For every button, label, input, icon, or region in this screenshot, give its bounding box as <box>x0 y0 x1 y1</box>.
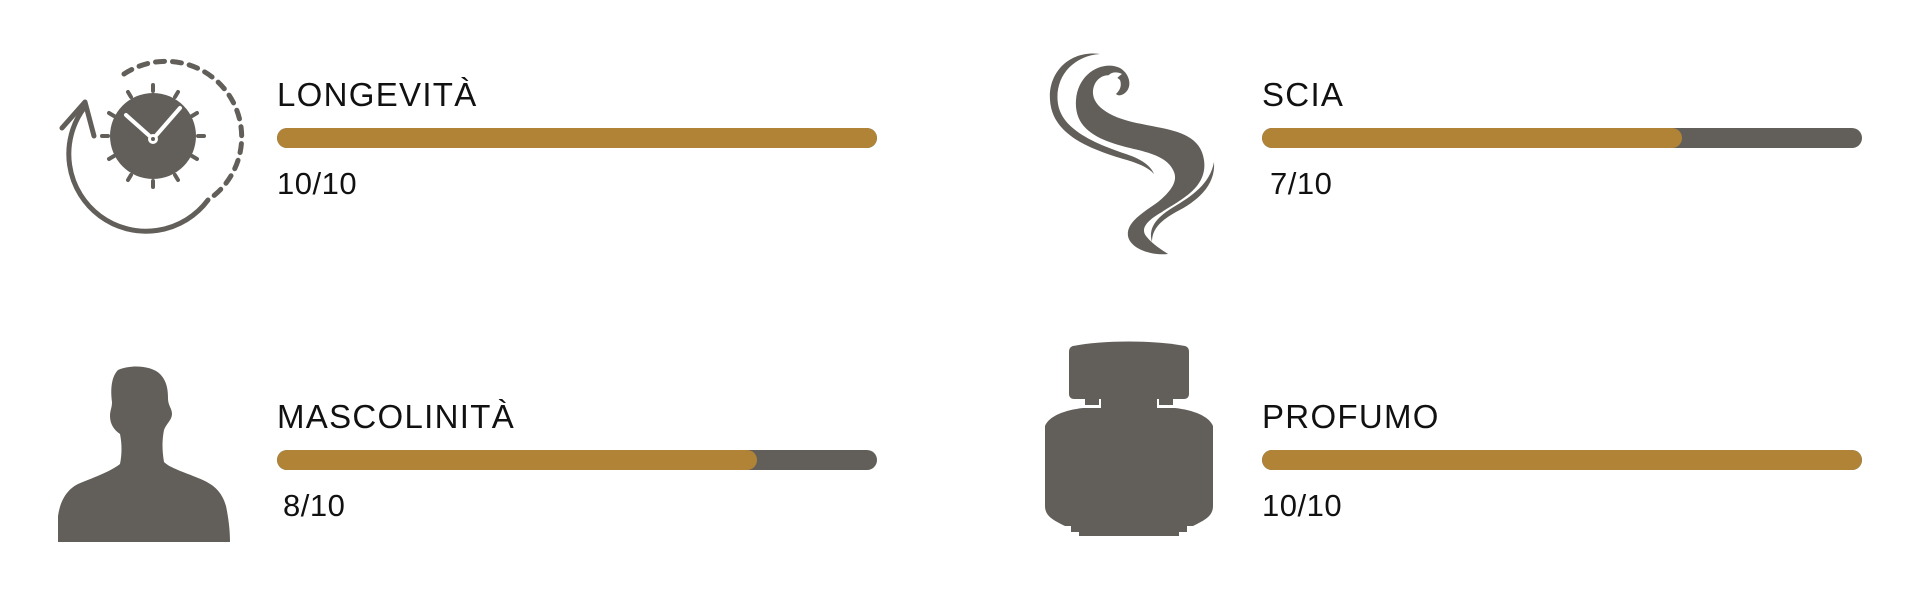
man-silhouette-icon <box>58 366 230 542</box>
clock-icon <box>58 58 245 234</box>
stat-label-profumo: PROFUMO <box>1262 398 1440 435</box>
stat-value-longevita: 10/10 <box>277 166 358 201</box>
progress-bar-longevita <box>277 128 877 148</box>
stat-label-scia: SCIA <box>1262 76 1345 113</box>
progress-bar-profumo <box>1262 450 1862 470</box>
stat-label-longevita: LONGEVITÀ <box>277 76 478 113</box>
stat-value-mascolinita: 8/10 <box>283 488 346 523</box>
perfume-bottle-icon <box>1043 340 1215 536</box>
stat-value-profumo: 10/10 <box>1262 488 1343 523</box>
smoke-trail-icon <box>1049 52 1215 255</box>
progress-bar-scia <box>1262 128 1862 148</box>
stat-value-scia: 7/10 <box>1270 166 1333 201</box>
stat-label-mascolinita: MASCOLINITÀ <box>277 398 516 435</box>
progress-fill-profumo <box>1262 450 1862 470</box>
progress-fill-mascolinita <box>277 450 757 470</box>
progress-fill-scia <box>1262 128 1682 148</box>
progress-bar-mascolinita <box>277 450 877 470</box>
progress-fill-longevita <box>277 128 877 148</box>
